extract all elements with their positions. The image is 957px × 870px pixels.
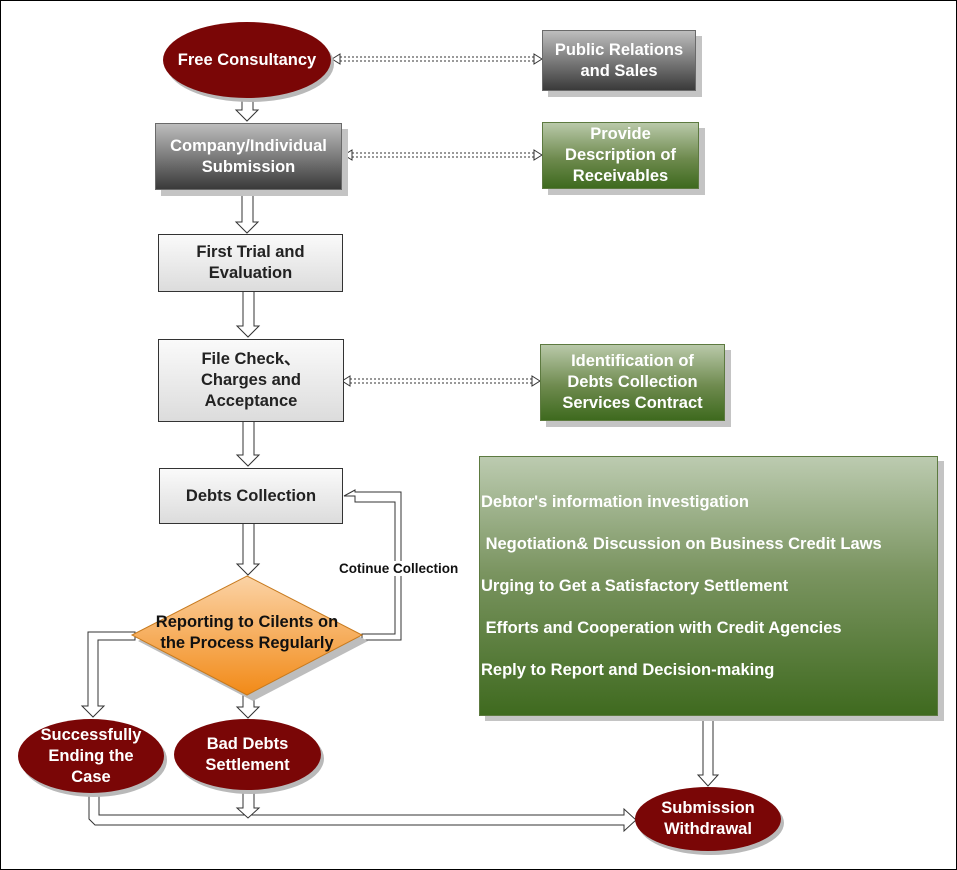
free-consultancy-node[interactable]: Free Consultancy <box>163 22 331 98</box>
activity-item: Urging to Get a Satisfactory Settlement <box>481 577 789 595</box>
activity-item: Reply to Report and Decision-making <box>481 661 775 679</box>
arrow-baddebts-merge <box>235 789 261 819</box>
company-submission-node[interactable]: Company/Individual Submission <box>155 123 342 190</box>
provide-description-node[interactable]: Provide Description of Receivables <box>542 122 699 189</box>
arrow-filecheck-to-collection <box>235 420 261 467</box>
arrow-continue-collection <box>343 489 402 641</box>
arrow-submission-to-trial <box>234 189 260 234</box>
reporting-decision[interactable] <box>130 575 364 696</box>
activity-item: Efforts and Cooperation with Credit Agen… <box>481 619 842 637</box>
submission-withdrawal-node[interactable]: Submission Withdrawal <box>635 787 781 851</box>
bad-debts-node[interactable]: Bad Debts Settlement <box>174 719 321 790</box>
arrow-activities-to-withdrawal <box>696 715 720 787</box>
arrow-trial-to-filecheck <box>235 290 261 338</box>
first-trial-node[interactable]: First Trial and Evaluation <box>158 234 343 292</box>
continue-collection-label: Cotinue Collection <box>338 561 460 576</box>
arrow-ending-to-withdrawal <box>88 791 637 833</box>
arrow-consultancy-to-submission <box>234 97 260 122</box>
arrow-reporting-to-success <box>80 631 136 718</box>
identification-node[interactable]: Identification of Debts Collection Servi… <box>540 344 725 421</box>
collection-activities-box[interactable]: Debtor's information investigation Negot… <box>479 456 938 716</box>
arrow-collection-to-reporting <box>235 522 261 576</box>
successfully-ending-node[interactable]: Successfully Ending the Case <box>18 719 164 793</box>
activity-item: Negotiation& Discussion on Business Cred… <box>481 535 882 553</box>
activity-item: Debtor's information investigation <box>481 493 749 511</box>
debts-collection-node[interactable]: Debts Collection <box>159 468 343 524</box>
file-check-node[interactable]: File Check、 Charges and Acceptance <box>158 339 344 422</box>
reporting-label: Reporting to Cilents on the Process Regu… <box>155 613 339 652</box>
public-relations-node[interactable]: Public Relations and Sales <box>542 30 696 91</box>
